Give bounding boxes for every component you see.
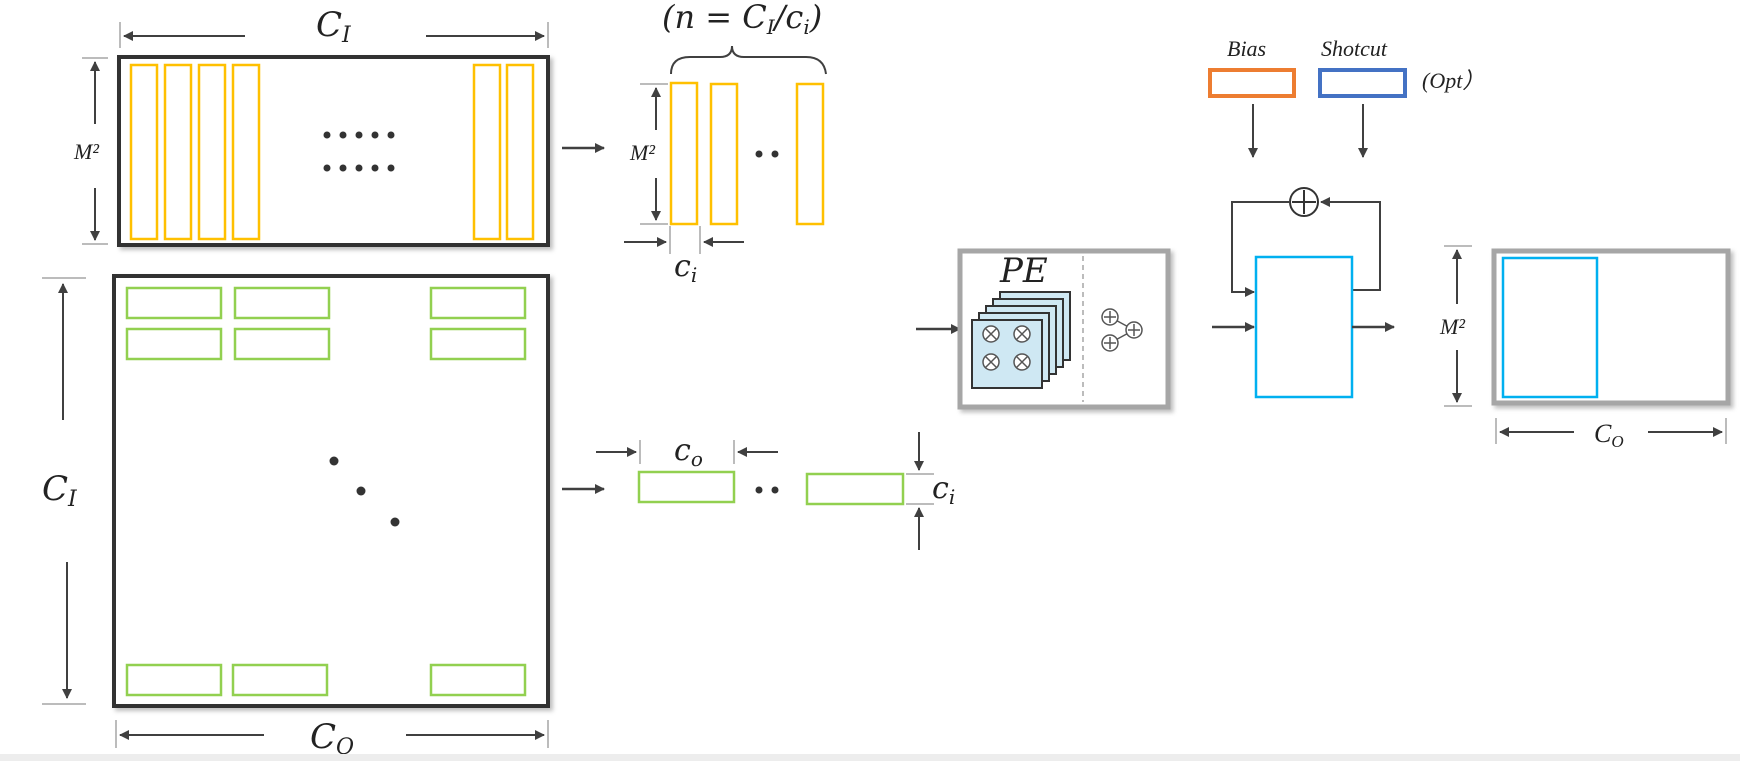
weight-block <box>233 286 331 320</box>
split-column <box>669 81 699 226</box>
split-weight-row <box>637 470 736 504</box>
input-columns <box>129 63 535 241</box>
bottom-strip <box>0 754 1740 761</box>
co-out-label: CO <box>1594 419 1624 451</box>
split-ellipsis <box>755 150 779 158</box>
feedback-to-input <box>1231 201 1290 297</box>
input-column <box>231 63 261 241</box>
split-columns-group: (n = CI/ci) M² ci <box>624 0 827 287</box>
input-ellipsis-dots <box>323 131 395 172</box>
weight-block <box>233 327 331 361</box>
weight-block <box>429 663 527 697</box>
input-matrix-group: CI M² <box>73 5 550 247</box>
input-column <box>129 63 159 241</box>
input-column <box>197 63 227 241</box>
co-small-label: co <box>674 433 703 471</box>
m2-out-label: M² <box>1439 314 1465 339</box>
accumulator-buffer <box>1254 255 1354 399</box>
feedback-from-output <box>1320 197 1381 291</box>
ci-right-label: ci <box>932 471 955 509</box>
input-column <box>472 63 502 241</box>
weight-block <box>125 286 223 320</box>
circle-plus-icon <box>1289 187 1319 217</box>
output-matrix-group: M² CO <box>1439 245 1731 451</box>
weight-diagonal-dots <box>329 456 400 527</box>
pe-block-group: PE <box>916 248 1171 410</box>
co-bottom-label: CO <box>310 717 354 760</box>
weight-matrix-frame <box>112 274 550 708</box>
output-matrix-frame <box>1491 248 1731 406</box>
circle-times-icon <box>982 325 1031 371</box>
input-matrix-frame <box>117 55 550 247</box>
shortcut-register <box>1318 68 1407 98</box>
pe-label: PE <box>999 251 1048 291</box>
ci-top-label: CI <box>316 5 352 48</box>
split-column <box>709 82 739 226</box>
bias-shortcut-group: Bias Shotcut (Opt） <box>1208 36 1484 399</box>
weight-rows <box>125 286 527 697</box>
split-weight-rows <box>637 470 905 506</box>
bias-register <box>1208 68 1296 98</box>
weight-matrix-group: CI CO <box>42 274 550 760</box>
weight-block <box>231 663 329 697</box>
bias-label: Bias <box>1227 36 1266 61</box>
m2-top-label: M² <box>73 139 99 164</box>
shortcut-label: Shotcut <box>1321 36 1388 61</box>
input-column <box>163 63 193 241</box>
output-column-block <box>1501 256 1599 399</box>
n-formula-label: (n = CI/ci) <box>662 0 822 39</box>
split-column <box>795 82 825 226</box>
weight-block <box>125 327 223 361</box>
weight-block <box>429 327 527 361</box>
brace <box>670 45 827 75</box>
ci-left-label: CI <box>42 469 78 512</box>
split-weight-row <box>805 472 905 506</box>
weight-block <box>125 663 223 697</box>
opt-label: (Opt） <box>1422 68 1484 93</box>
split-weight-ellipsis <box>755 486 779 494</box>
split-weights-group: co ci <box>596 432 955 550</box>
input-column <box>505 63 535 241</box>
weight-block <box>429 286 527 320</box>
adder-tree-icon <box>1101 308 1143 352</box>
split-columns <box>669 81 825 226</box>
ci-small-label: ci <box>674 249 697 287</box>
m2-split-label: M² <box>629 140 655 165</box>
